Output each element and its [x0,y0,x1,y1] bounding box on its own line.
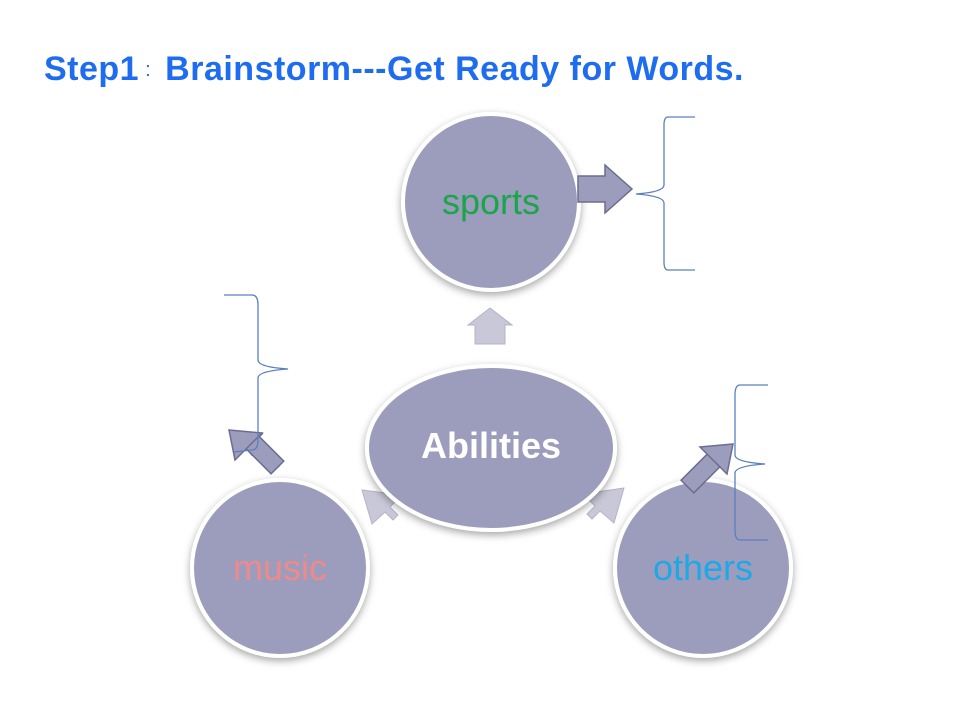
brace-music [224,294,289,453]
brace-sports [635,116,695,271]
brace-others [734,384,768,541]
arrow-up-right-icon [698,443,734,476]
center-node-label: Abilities [421,425,561,466]
title-separator: : [145,59,152,81]
arrow-right-icon [577,163,634,215]
sports-node-label: sports [442,181,540,222]
slide-title: Step1: Brainstorm---Get Ready for Words. [44,50,744,89]
title-heading: Brainstorm---Get Ready for Words. [165,50,744,88]
arrow-up-left-head [228,429,264,462]
music-node-label: music [233,547,327,588]
step-label: Step1 [44,50,140,88]
arrow-up-icon [466,307,514,345]
center-node [365,364,617,532]
music-node [190,478,370,658]
others-node-label: others [653,547,753,588]
